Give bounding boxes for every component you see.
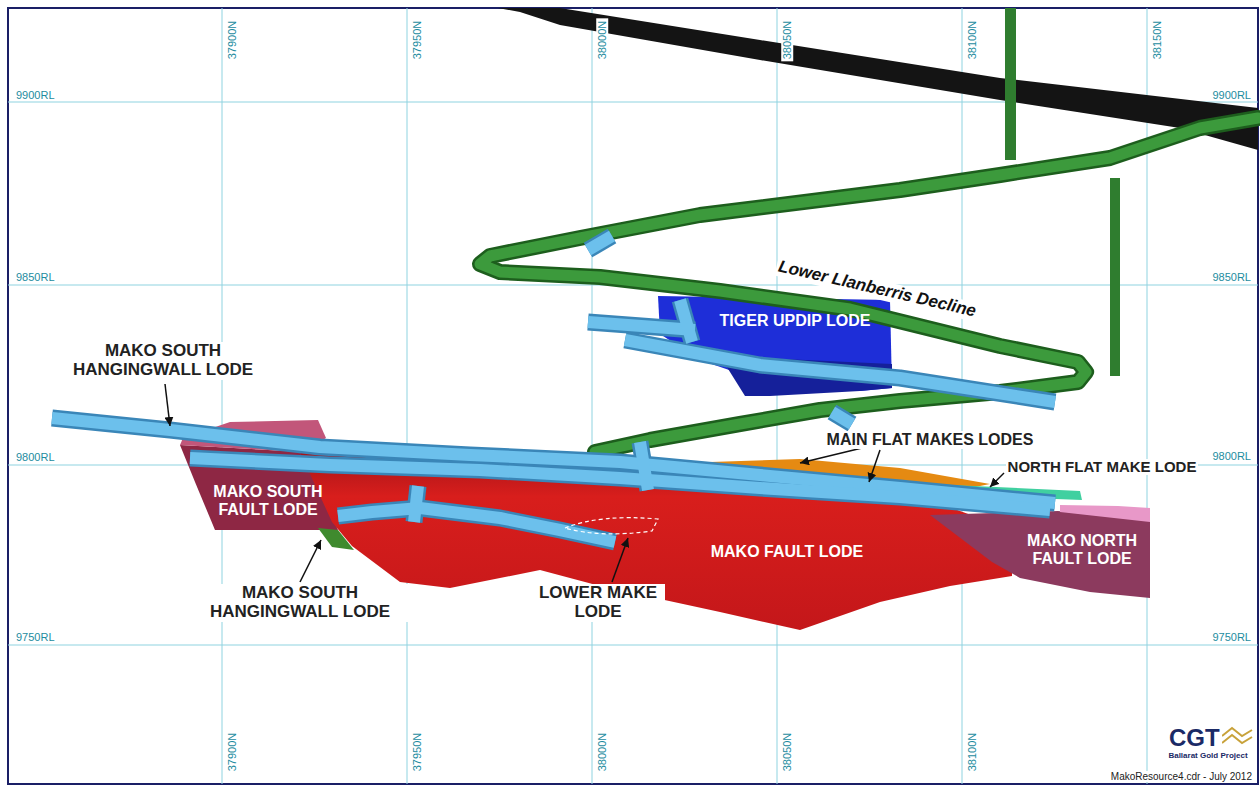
- lode-shape: TIGER UPDIP LODE: [654, 292, 896, 400]
- frame: [8, 8, 1258, 784]
- lode-name: TIGER UPDIP LODE: [695, 312, 895, 330]
- logo-mark: [1222, 728, 1252, 743]
- lode-shape: MAKO SOUTH FAULT LODE: [176, 440, 342, 534]
- lode-fill: [930, 511, 1150, 598]
- northing-label: 38000N: [596, 731, 608, 774]
- upper-decline: [498, 8, 1258, 150]
- lode-outline: [654, 292, 896, 400]
- lode-name: MAKO SOUTH FAULT LODE: [203, 483, 333, 518]
- lode-label: MAKO SOUTH HANGINGWALL LODE: [188, 584, 412, 621]
- lode-name: MAKO FAULT LODE: [677, 543, 897, 561]
- lode-name: MAKO NORTH FAULT LODE: [1017, 532, 1147, 567]
- level-label: 9750RL: [14, 631, 57, 643]
- northing-label: 38000N: [596, 19, 608, 62]
- level-label: 9800RL: [14, 451, 57, 463]
- northing-label: 37950N: [411, 731, 423, 774]
- northing-label: 37900N: [226, 731, 238, 774]
- logo-subtitle: Ballarat Gold Project: [1166, 752, 1249, 761]
- northing-label: 37950N: [411, 19, 423, 62]
- level-label: 9850RL: [14, 271, 57, 283]
- decline: [480, 118, 1258, 452]
- lode-label: MAIN FLAT MAKES LODES: [825, 431, 1036, 449]
- shaft: [1005, 8, 1120, 376]
- level-label: 9850RL: [1210, 271, 1253, 283]
- file-name: MakoResource4.cdr - July 2012: [1109, 771, 1254, 782]
- lode-fill: [720, 356, 892, 396]
- logo-text: CGT: [1167, 725, 1222, 751]
- northing-label: 38050N: [781, 19, 793, 62]
- level-label: 9900RL: [1210, 89, 1253, 101]
- lode-shape: MAKO NORTH FAULT LODE: [925, 503, 1155, 603]
- northing-label: 38100N: [966, 19, 978, 62]
- lode-label: LOWER MAKE LODE: [531, 584, 665, 621]
- lode-label: MAKO SOUTH HANGINGWALL LODE: [51, 342, 275, 379]
- northing-label: 38050N: [781, 731, 793, 774]
- level-label: 9800RL: [1210, 450, 1253, 462]
- northing-label: 38150N: [1151, 19, 1163, 62]
- level-label: 9750RL: [1210, 631, 1253, 643]
- grid-lines: [8, 8, 1258, 784]
- northing-label: 37900N: [226, 19, 238, 62]
- level-label: 9900RL: [14, 89, 57, 101]
- northing-label: 38100N: [966, 731, 978, 774]
- lode-label: NORTH FLAT MAKE LODE: [1006, 459, 1199, 476]
- lode-fill: [180, 445, 338, 530]
